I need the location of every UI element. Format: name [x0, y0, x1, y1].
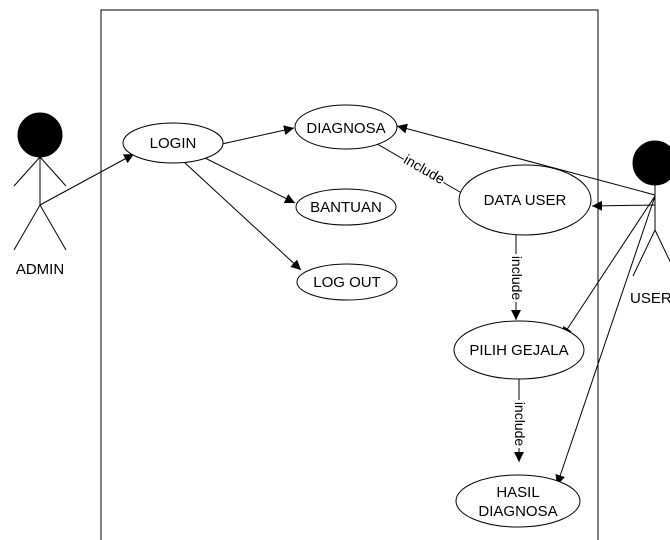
include-label-pilihgejala-hasil: include [512, 402, 528, 447]
hasil-diagnosa-use-case [455, 474, 581, 528]
include-label-bg-1 [400, 150, 449, 189]
include-label-bg-3 [511, 400, 528, 448]
hasil-diagnosa-label-line1: HASIL [496, 484, 539, 501]
include-label-datauser-pilihgejala: include [509, 256, 525, 301]
log-out-label: LOG OUT [313, 274, 381, 291]
user-actor-label: USER [630, 290, 670, 307]
data-user-label: DATA USER [484, 192, 567, 209]
user-hasil-arrow [555, 195, 656, 486]
login-logout-arrow [183, 161, 302, 271]
user-actor [632, 140, 670, 277]
bantuan-use-case [295, 188, 397, 226]
admin-actor [13, 112, 67, 251]
login-use-case [122, 122, 224, 164]
login-bantuan-arrow [204, 157, 296, 204]
user-diagnosa-arrow [396, 123, 656, 196]
admin-actor-label: ADMIN [16, 261, 64, 278]
login-diagnosa-arrow [221, 125, 295, 145]
user-datauser-arrow [591, 200, 656, 211]
hasil-diagnosa-label-line2: DIAGNOSA [478, 503, 557, 520]
diagnosa-label: DIAGNOSA [306, 120, 385, 137]
log-out-use-case [296, 263, 398, 301]
admin-head [17, 112, 63, 158]
user-pilihgejala-arrow [561, 195, 656, 338]
pilih-gejala-label: PILIH GEJALA [469, 342, 568, 359]
system-boundary [100, 9, 599, 540]
diagnosa-use-case [294, 104, 398, 150]
user-head [632, 140, 670, 186]
admin-login-association [39, 153, 135, 206]
bantuan-label: BANTUAN [310, 199, 382, 216]
include-label-bg-2 [508, 254, 525, 302]
data-user-use-case [458, 164, 592, 236]
login-label: LOGIN [150, 135, 197, 152]
pilih-gejala-use-case [453, 320, 585, 380]
